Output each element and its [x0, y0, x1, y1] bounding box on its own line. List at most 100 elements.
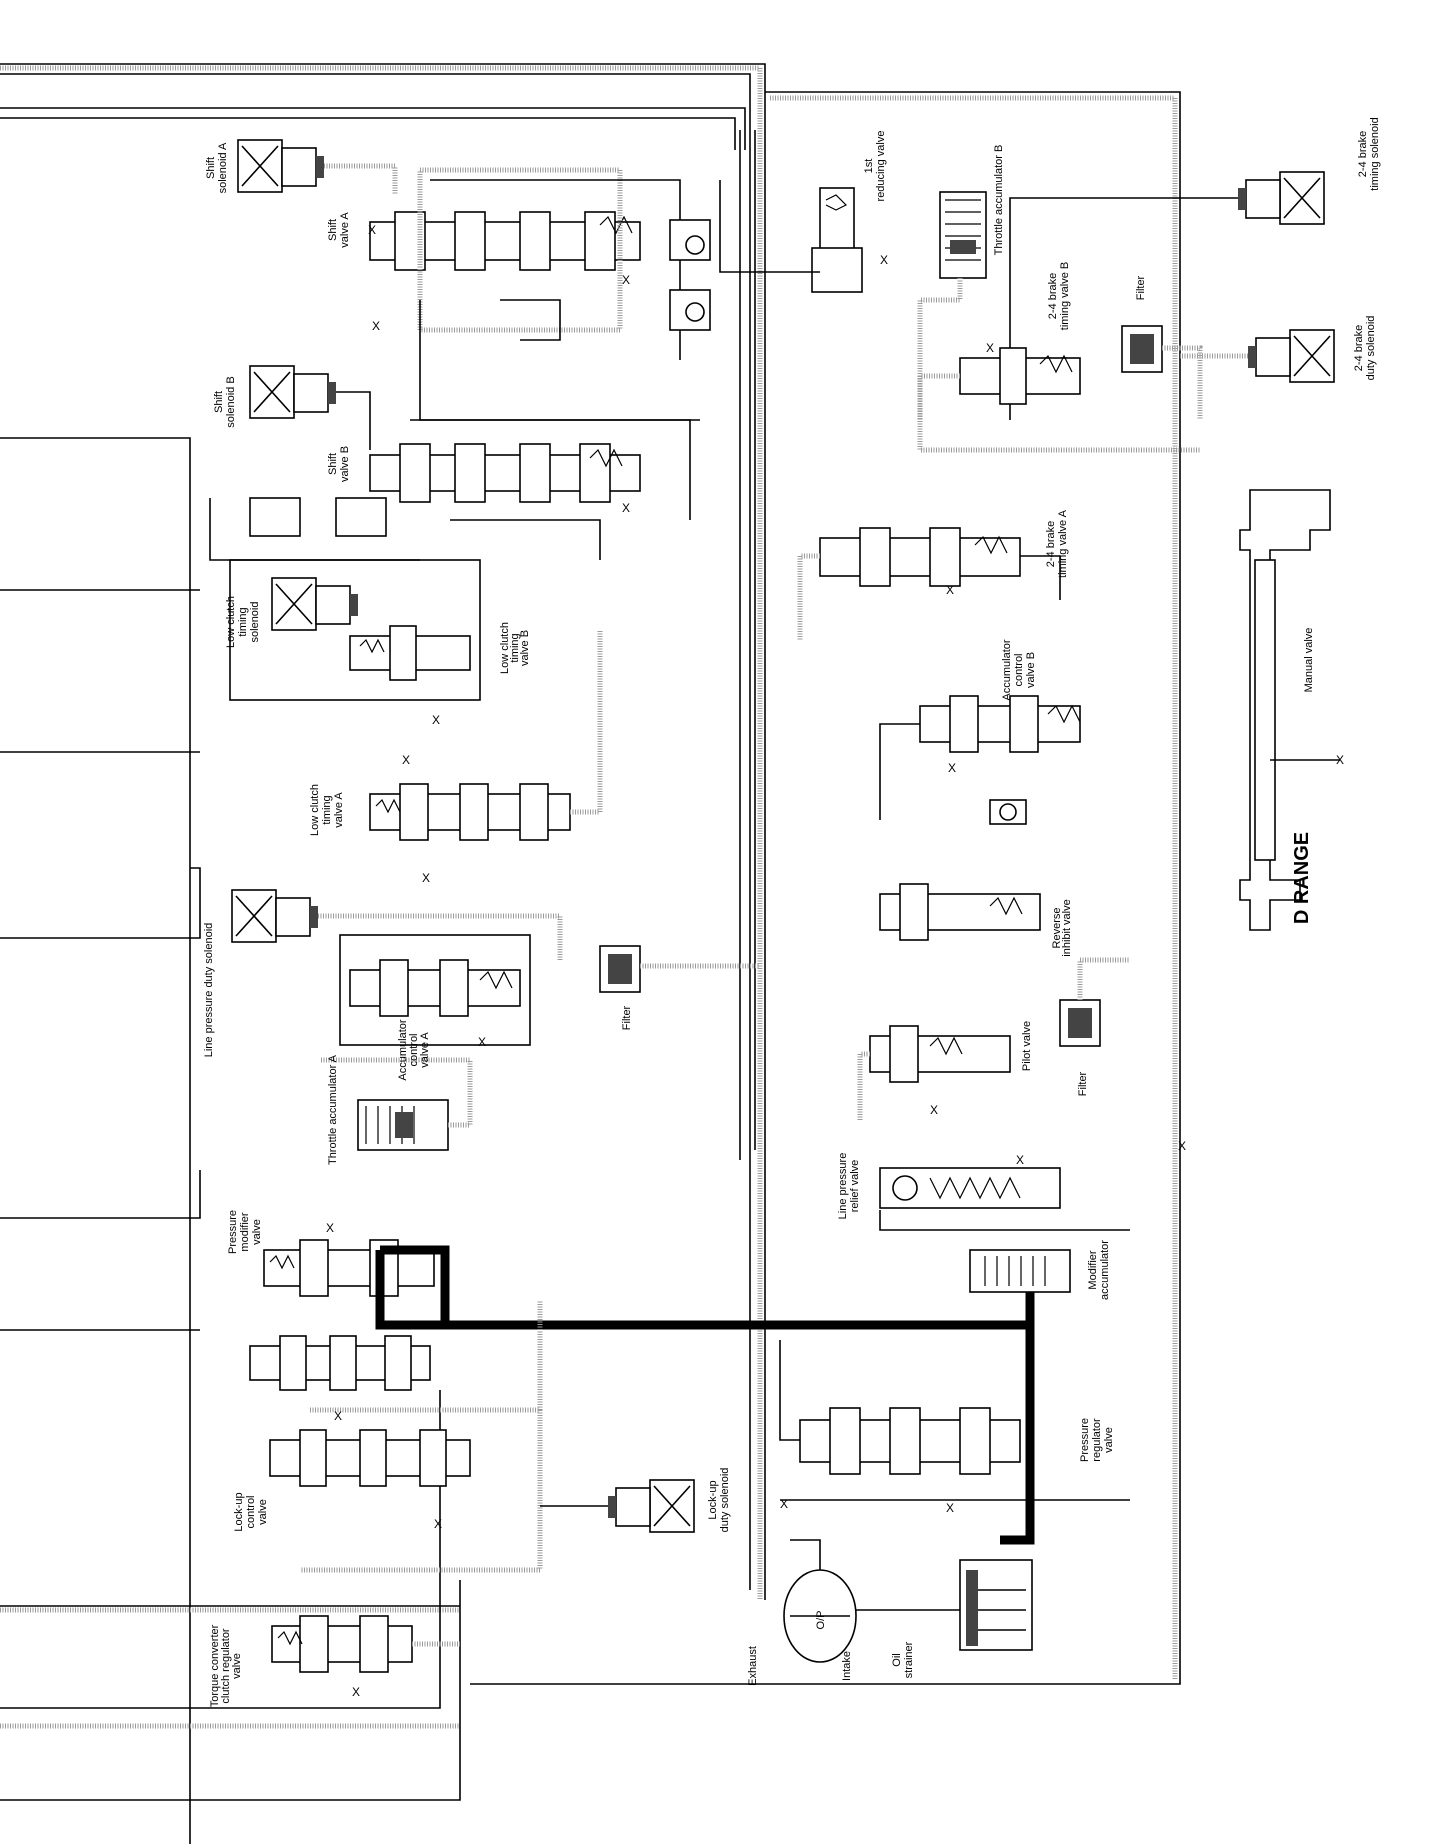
svg-text:accumulator: accumulator	[1099, 1240, 1111, 1300]
svg-text:Oil: Oil	[891, 1653, 903, 1666]
svg-text:Lock-up: Lock-up	[707, 1480, 719, 1519]
throttle-accumulator-b	[917, 191, 987, 420]
svg-text:valve A: valve A	[333, 792, 345, 828]
svg-text:Line pressure: Line pressure	[837, 1153, 849, 1220]
svg-text:Low clutch: Low clutch	[309, 784, 321, 836]
svg-text:1st: 1st	[863, 159, 875, 174]
svg-text:valve A: valve A	[339, 212, 351, 248]
exhaust-mark: X	[334, 1409, 342, 1423]
svg-text:Manual valve: Manual valve	[1303, 628, 1315, 693]
label-modifier-accumulator: Modifier accumulator	[1087, 1240, 1111, 1300]
component-labels: Shift solenoid A Shift valve A Shift sol…	[203, 117, 1381, 1707]
shift-solenoid-b	[249, 365, 371, 450]
exhaust-mark: X	[1178, 1139, 1186, 1153]
svg-text:inhibit valve: inhibit valve	[1061, 899, 1073, 956]
svg-text:timing valve B: timing valve B	[1059, 262, 1071, 330]
svg-text:reducing valve: reducing valve	[875, 131, 887, 202]
exhaust-mark: X	[986, 341, 994, 355]
exhaust-mark: X	[478, 1035, 486, 1049]
exhaust-mark: X	[402, 753, 410, 767]
label-brake-timing-solenoid: 2-4 brake timing solenoid	[1357, 117, 1381, 190]
svg-text:Filter: Filter	[1077, 1071, 1089, 1096]
svg-text:valve: valve	[1103, 1427, 1115, 1453]
throttle-accumulator-a	[320, 1057, 473, 1151]
reverse-inhibit-valve	[879, 799, 1041, 941]
lock-up-control-valve	[249, 1300, 543, 1573]
svg-text:Reverse: Reverse	[1051, 908, 1063, 949]
label-shift-valve-b: Shift valve B	[327, 446, 351, 482]
label-accumulator-control-valve-a: Accumulator control valve A	[397, 1019, 431, 1080]
svg-text:solenoid: solenoid	[249, 602, 261, 643]
label-exhaust: Exhaust	[747, 1646, 759, 1686]
brake-timing-solenoid	[1009, 171, 1325, 420]
svg-text:valve B: valve B	[519, 630, 531, 666]
svg-text:2-4 brake: 2-4 brake	[1353, 325, 1365, 371]
shift-valve-a	[369, 167, 700, 421]
modifier-accumulator	[969, 1249, 1071, 1293]
svg-text:Exhaust: Exhaust	[747, 1646, 759, 1686]
pressure-regulator-valve	[779, 1340, 1130, 1501]
exhaust-mark: X	[352, 1685, 360, 1699]
svg-text:2-4 brake: 2-4 brake	[1045, 521, 1057, 567]
label-manual-valve: Manual valve	[1303, 628, 1315, 693]
label-pilot-valve: Pilot valve	[1021, 1021, 1033, 1071]
label-low-clutch-timing-valve-a: Low clutch timing valve A	[309, 784, 345, 836]
svg-text:Shift: Shift	[213, 391, 225, 413]
pilot-valve	[857, 1025, 1011, 1120]
svg-text:valve: valve	[231, 1653, 243, 1679]
label-brake-timing-valve-b: 2-4 brake timing valve B	[1047, 262, 1071, 330]
check-balls-upper	[669, 219, 711, 331]
svg-text:Pilot valve: Pilot valve	[1021, 1021, 1033, 1071]
label-pressure-modifier-valve: Pressure modifier valve	[227, 1210, 263, 1254]
filter-mid	[599, 945, 760, 993]
svg-text:Shift: Shift	[327, 219, 339, 241]
first-reducing-valve	[719, 180, 863, 293]
svg-text:valve: valve	[251, 1219, 263, 1245]
svg-text:Pressure: Pressure	[1079, 1418, 1091, 1462]
exhaust-mark: X	[946, 1501, 954, 1515]
label-filter-pilot: Filter	[1077, 1071, 1089, 1096]
exhaust-mark: X	[422, 871, 430, 885]
exhaust-mark: X	[946, 583, 954, 597]
accumulator-control-valve-b	[879, 695, 1081, 820]
label-line-pressure-relief-valve: Line pressure relief valve	[837, 1153, 861, 1220]
svg-text:modifier: modifier	[239, 1212, 251, 1251]
exhaust-mark: X	[372, 319, 380, 333]
outer-passages	[0, 63, 1181, 1844]
label-brake-timing-valve-a: 2-4 brake timing valve A	[1045, 509, 1069, 578]
label-reverse-inhibit-valve: Reverse inhibit valve	[1051, 899, 1073, 956]
label-shift-solenoid-b: Shift solenoid B	[213, 376, 237, 427]
svg-text:strainer: strainer	[903, 1641, 915, 1678]
svg-text:solenoid B: solenoid B	[225, 376, 237, 427]
svg-text:regulator: regulator	[1091, 1418, 1103, 1462]
svg-text:Throttle accumulator B: Throttle accumulator B	[993, 145, 1005, 256]
svg-text:Accumulator: Accumulator	[397, 1019, 409, 1080]
svg-text:valve B: valve B	[339, 446, 351, 482]
shift-valve-b	[369, 419, 691, 560]
svg-text:Filter: Filter	[1135, 275, 1147, 300]
label-throttle-accumulator-a: Throttle accumulator A	[327, 1054, 339, 1165]
svg-text:timing solenoid: timing solenoid	[1369, 117, 1381, 190]
svg-text:control: control	[245, 1495, 257, 1528]
exhaust-mark: X	[1336, 753, 1344, 767]
low-clutch-timing-solenoid	[271, 577, 358, 631]
svg-text:valve: valve	[257, 1499, 269, 1525]
svg-text:duty solenoid: duty solenoid	[719, 1468, 731, 1533]
main-line-pressure-heavy	[380, 1257, 1035, 1545]
label-low-clutch-timing-valve-b: Low clutch timing valve B	[499, 622, 531, 674]
pressure-modifier-valve	[263, 1239, 450, 1330]
svg-text:Accumulator: Accumulator	[1001, 639, 1013, 700]
torque-converter-clutch-regulator-valve	[271, 1615, 460, 1673]
label-intake: Intake	[841, 1651, 853, 1681]
label-oil-strainer: Oil strainer	[891, 1641, 915, 1678]
label-filter-top: Filter	[1135, 275, 1147, 300]
exhaust-mark: X	[880, 253, 888, 267]
svg-text:relief valve: relief valve	[849, 1160, 861, 1213]
exhaust-mark: X	[930, 1103, 938, 1117]
svg-text:Intake: Intake	[841, 1651, 853, 1681]
line-pressure-duty-solenoid	[231, 889, 563, 960]
svg-text:valve B: valve B	[1025, 652, 1037, 688]
svg-text:D RANGE: D RANGE	[1291, 832, 1313, 924]
svg-text:Pressure: Pressure	[227, 1210, 239, 1254]
